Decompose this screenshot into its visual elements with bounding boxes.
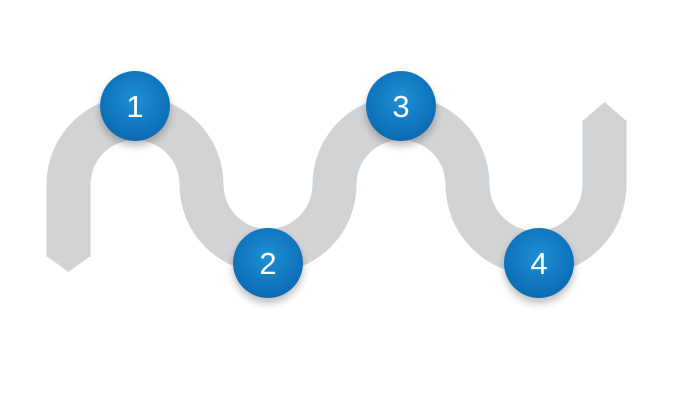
step-node-3[interactable]: 3 xyxy=(366,71,436,141)
ribbon-end-point-icon xyxy=(582,102,627,121)
step-node-4[interactable]: 4 xyxy=(504,228,574,298)
ribbon-start-point-icon xyxy=(46,256,91,272)
step-4-label: 4 xyxy=(530,245,548,281)
step-node-1[interactable]: 1 xyxy=(100,71,170,141)
step-2-label: 2 xyxy=(259,245,277,281)
step-3-label: 3 xyxy=(392,88,410,124)
step-node-2[interactable]: 2 xyxy=(233,228,303,298)
step-1-label: 1 xyxy=(126,88,144,124)
